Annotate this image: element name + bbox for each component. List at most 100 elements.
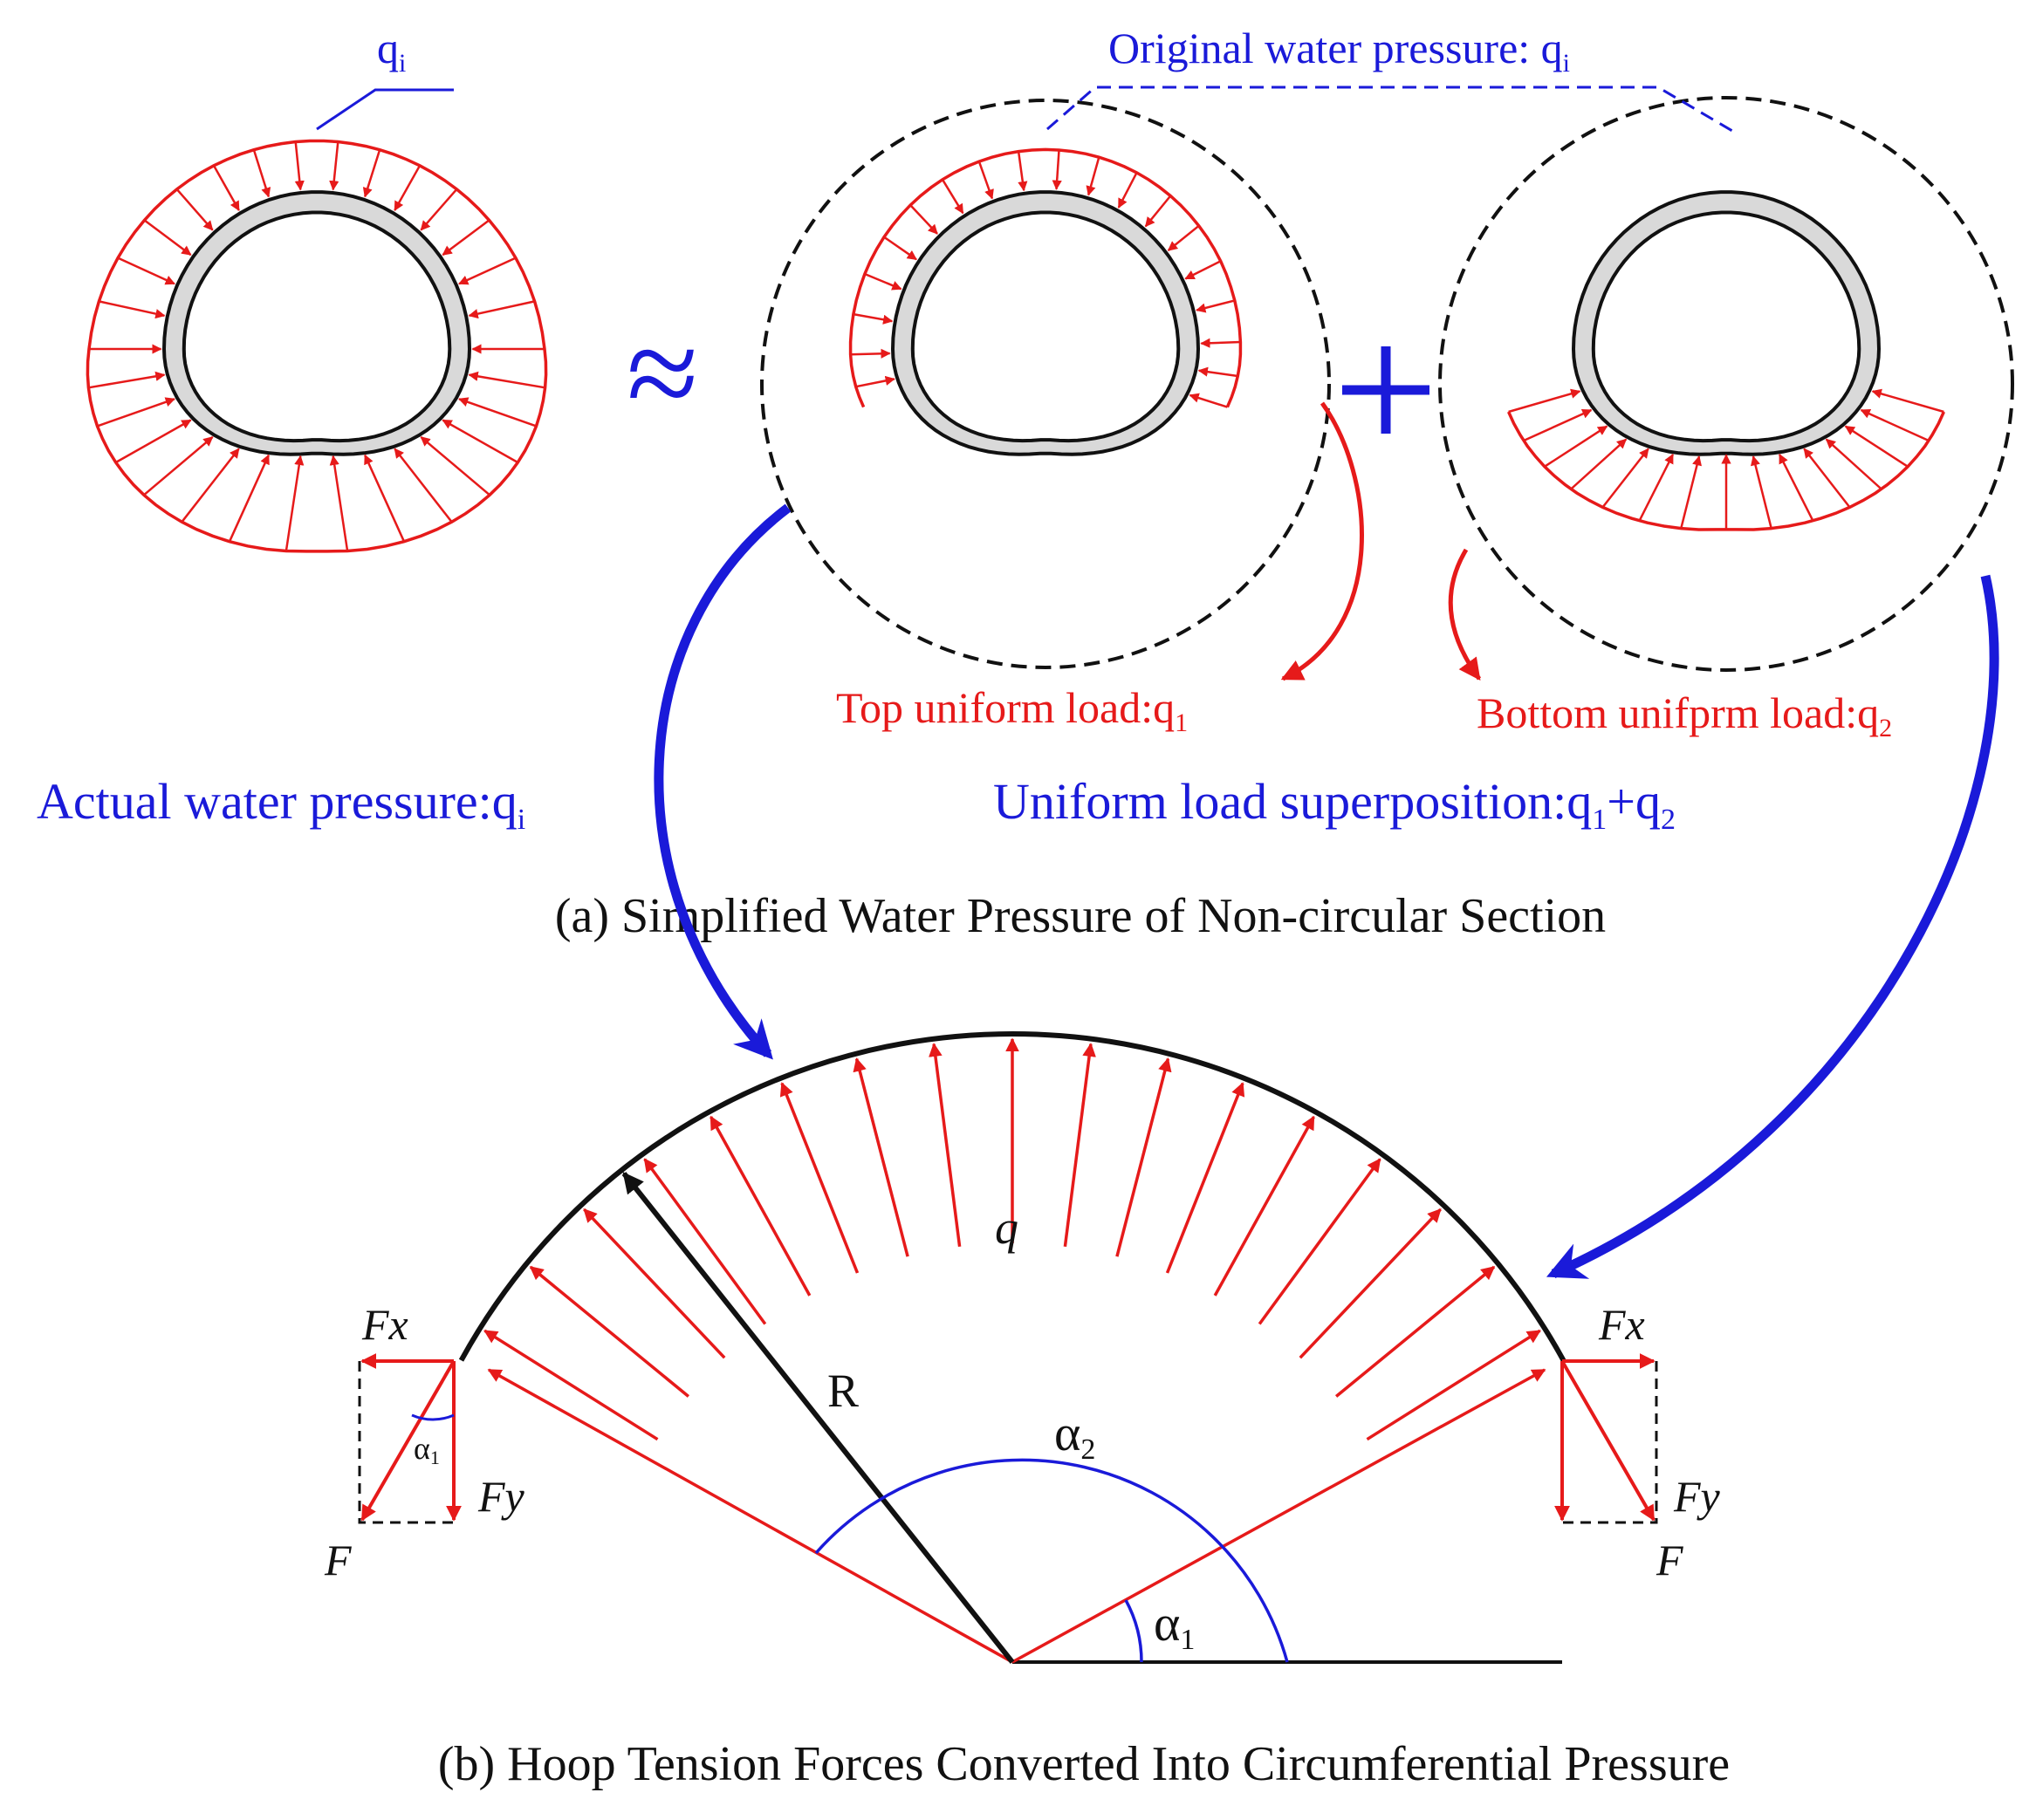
actual-pressure-label: Actual water pressure:qi [37, 773, 525, 836]
top-load-arrow [1197, 366, 1238, 378]
original-pressure-label: Original water pressure: qi [1108, 24, 1570, 78]
tunnel-section-actual [161, 190, 472, 456]
top-load-arrow [1184, 260, 1222, 280]
circumferential-pressure-arrow [483, 1329, 659, 1441]
q-label: q [995, 1201, 1018, 1254]
circumferential-pressure-arrow [929, 1043, 962, 1248]
original-pressure-leader [1046, 86, 1733, 133]
bottom-load-arrow [1508, 388, 1581, 414]
pressure-arrow [394, 448, 453, 523]
pressure-arrow [420, 435, 490, 496]
top-load-arrow [909, 204, 938, 235]
blue-arrow-left [654, 503, 792, 1060]
pressure-arrow [228, 454, 270, 543]
caption-a: (a) Simplified Water Pressure of Non-cir… [555, 889, 1606, 943]
circumferential-pressure-arrow [1366, 1329, 1541, 1441]
reference-circle-2 [760, 99, 1331, 669]
circumferential-pressure-arrow [1115, 1057, 1172, 1257]
pressure-arrow [458, 257, 517, 285]
right-force-decomposition: Fx Fy F [1554, 1300, 1721, 1584]
bottom-load-label: Bottom unifprm load:q2 [1477, 688, 1892, 742]
bottom-load-arrow [1638, 453, 1675, 522]
top-load-arrow [1200, 338, 1241, 348]
circumferential-pressure-arrow [853, 1057, 909, 1257]
top-load-envelope [848, 147, 1243, 408]
pressure-arrow [442, 419, 518, 464]
bottom-load-callout [1448, 548, 1482, 681]
arch-section [458, 1031, 1566, 1362]
top-load-arrow [1167, 224, 1200, 251]
bottom-load-arrow [1523, 408, 1593, 442]
blue-arrow-right [1546, 574, 1999, 1279]
qi-leader-line [316, 88, 454, 131]
bottom-load-arrow [1751, 455, 1772, 529]
bottom-load-arrow [1844, 425, 1909, 468]
circumferential-pressure-arrow [529, 1265, 690, 1398]
top-load-arrow [853, 312, 894, 325]
circumferential-pressure-arrow [710, 1115, 812, 1297]
circumferential-pressure-arrow [779, 1082, 860, 1274]
pressure-arrow [329, 455, 349, 551]
right-fy-label: Fy [1673, 1472, 1721, 1521]
right-fx-label: Fx [1598, 1300, 1645, 1349]
circumferential-pressure-arrow [1334, 1265, 1496, 1398]
right-f-label: F [1656, 1536, 1683, 1584]
pressure-arrow [468, 300, 535, 319]
top-uniform-load-arrows [848, 147, 1243, 408]
bottom-uniform-load-arrows [1507, 388, 1945, 531]
pressure-arrow [88, 371, 166, 389]
top-load-arrow [1052, 149, 1062, 190]
top-load-callout [1280, 401, 1364, 681]
pressure-arrow [362, 149, 381, 198]
radius-line-right [1011, 1368, 1546, 1664]
bottom-load-arrow [1803, 448, 1851, 509]
pressure-arrow [115, 419, 192, 464]
actual-water-pressure-arrows [86, 139, 548, 553]
left-fy-label: Fy [477, 1472, 525, 1521]
tunnel-section-top-load [890, 190, 1201, 456]
top-load-arrow [1196, 299, 1236, 313]
pressure-arrow [458, 397, 537, 428]
top-load-arrow [941, 179, 964, 215]
pressure-arrow [212, 165, 240, 211]
bottom-load-arrow [1871, 388, 1944, 414]
pressure-arrow [284, 455, 305, 551]
circumferential-pressure-arrow [643, 1158, 767, 1325]
left-force-decomposition: Fx Fy F α1 [324, 1300, 525, 1584]
bottom-load-arrow [1544, 425, 1608, 468]
top-load-arrow [1017, 151, 1028, 192]
alpha2-arc [814, 1458, 1289, 1663]
top-load-label: Top uniform load:q1 [836, 683, 1188, 737]
circumferential-pressure-arrow [1165, 1082, 1245, 1274]
superposition-label: Uniform load superposition:q1+q2 [993, 773, 1676, 836]
pressure-arrow [181, 448, 240, 523]
pressure-arrow [252, 149, 271, 198]
circumferential-pressure-arrow [1213, 1115, 1315, 1297]
pressure-arrow [420, 188, 458, 231]
lining-inner-edge [1591, 210, 1861, 443]
top-load-arrow [1086, 156, 1100, 196]
bottom-load-arrow [1570, 438, 1628, 490]
approx-symbol: ≈ [627, 301, 698, 446]
qi-label: qi [377, 24, 406, 78]
plus-symbol [1342, 346, 1429, 434]
alpha1-label: α1 [1154, 1595, 1195, 1656]
r-label: R [827, 1365, 859, 1417]
top-load-arrow [1189, 393, 1228, 408]
lining-inner-edge [182, 210, 452, 443]
circumferential-pressure-arrow [1063, 1043, 1096, 1248]
top-load-arrow [855, 375, 895, 388]
circumferential-pressure-arrow [1299, 1208, 1442, 1359]
pressure-arrow [143, 219, 192, 257]
pressure-arrow [294, 141, 305, 191]
pressure-arrow [97, 397, 175, 428]
tunnel-section-bottom-load [1571, 190, 1882, 456]
bottom-load-arrow [1601, 448, 1649, 509]
bottom-load-arrow [1860, 408, 1930, 442]
top-load-arrow [1144, 195, 1172, 228]
top-load-arrow [977, 161, 994, 200]
reference-circle-3 [1438, 96, 2014, 672]
circumferential-pressure-arrow [1258, 1158, 1381, 1325]
radius-line-left [487, 1368, 1013, 1664]
